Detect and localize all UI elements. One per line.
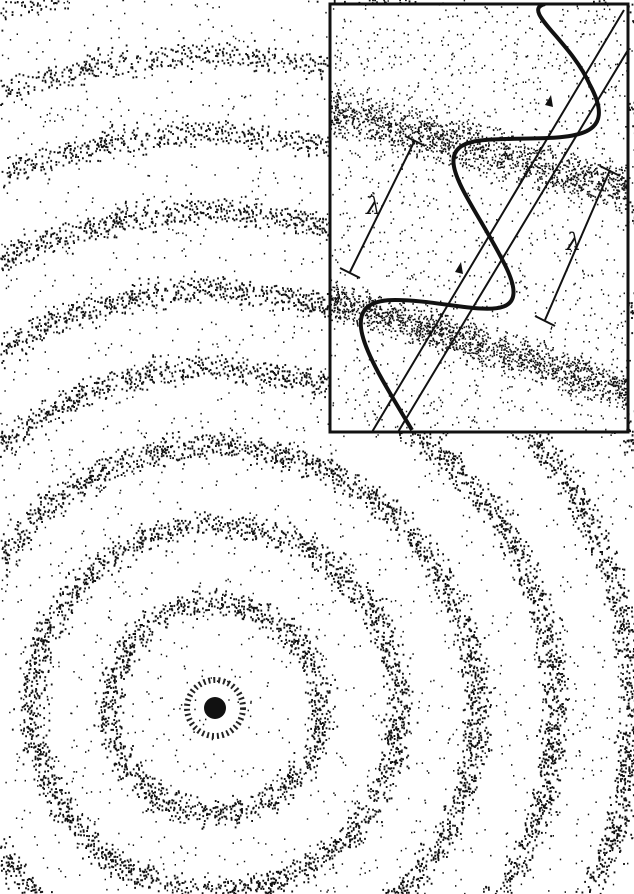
wavelength-label-left: λ (365, 192, 381, 220)
wave-ring (0, 428, 492, 894)
wave-source-point (204, 697, 226, 719)
wavelength-label-right: λ (565, 228, 581, 256)
inset-panel: λ λ (330, 4, 630, 432)
